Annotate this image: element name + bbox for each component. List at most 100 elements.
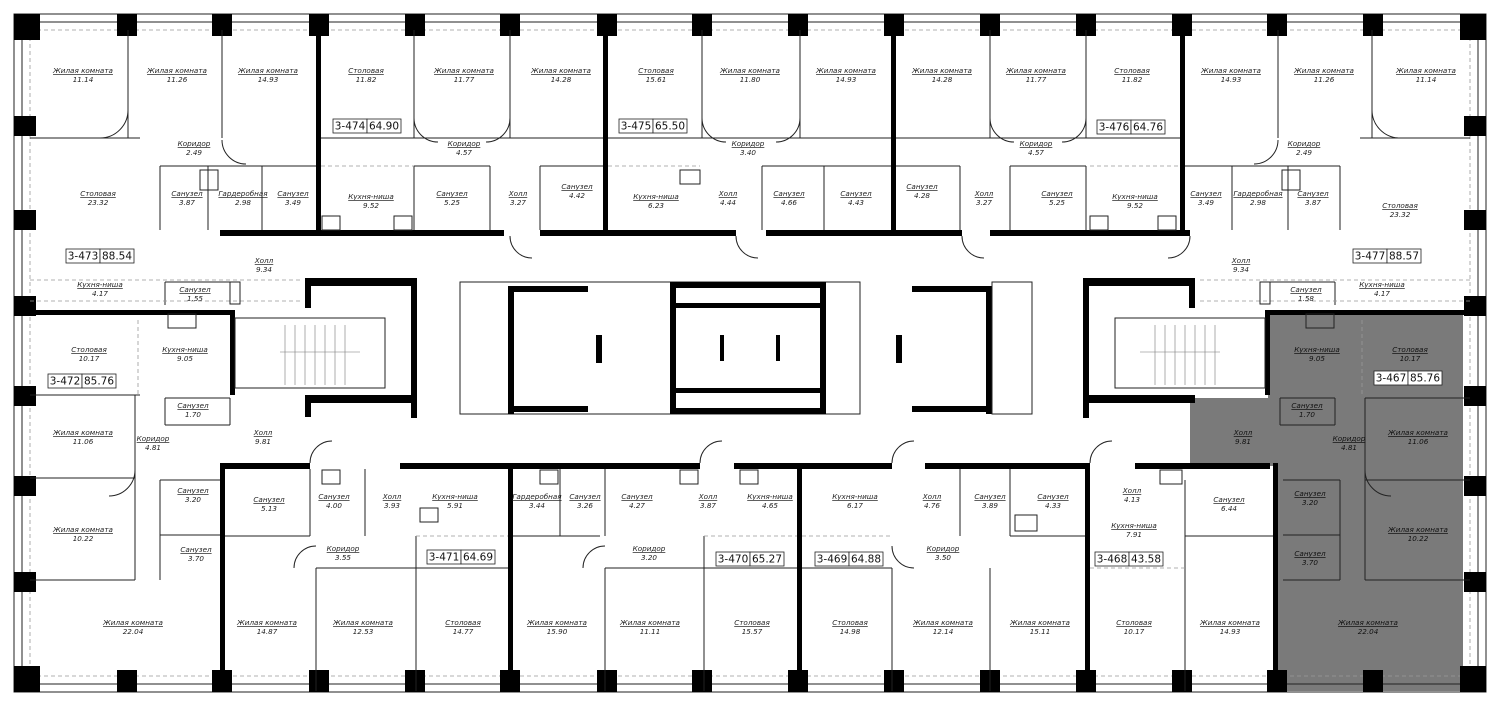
room-area: 14.93 [1220,627,1241,636]
room-name: Санузел [1297,189,1329,198]
room-area: 9.34 [256,265,272,274]
room-name: Жилая комната [815,66,876,75]
room-name: Кухня-ниша [432,492,478,501]
room-name: Жилая комната [1395,66,1456,75]
apartment-area-box [366,118,402,134]
room-name: Кухня-ниша [832,492,878,501]
room-name: Санузел [1294,549,1326,558]
room-area: 3.87 [179,198,195,207]
room-name: Холл [718,189,738,198]
room-area: 14.28 [932,75,953,84]
room-area: 1.55 [187,294,203,303]
room-area: 14.93 [836,75,857,84]
apartment-area-box [652,118,688,134]
apartment-area-box [99,248,135,264]
apartment-area: 64.90 [369,121,399,133]
room-name: Коридор [178,139,211,148]
highlighted-apartment-3-467[interactable] [1190,313,1463,691]
room-area: 10.17 [1124,627,1145,636]
room-area: 15.61 [646,75,667,84]
room-area: 2.49 [186,148,202,157]
room-name: Санузел [253,495,285,504]
room-name: Санузел [906,182,938,191]
room-area: 15.57 [742,627,763,636]
room-area: 3.87 [1305,198,1321,207]
room-area: 22.04 [1358,627,1379,636]
room-name: Холл [508,189,528,198]
room-area: 4.81 [1341,443,1357,452]
room-name: Холл [922,492,942,501]
room-area: 4.33 [1045,501,1061,510]
room-area: 5.91 [447,501,463,510]
apartment-id: 3-477 [1355,251,1386,263]
room-area: 4.17 [92,289,108,298]
room-area: 23.32 [1390,210,1411,219]
room-area: 2.98 [1250,198,1266,207]
apartment-area-box [1128,551,1164,567]
room-name: Холл [1231,256,1251,265]
apartment-area-box [848,551,884,567]
room-area: 4.81 [145,443,161,452]
room-name: Коридор [1288,139,1321,148]
room-area: 14.28 [551,75,572,84]
apartment-area: 64.88 [851,554,881,566]
room-area: 14.93 [1221,75,1242,84]
room-name: Жилая комната [719,66,780,75]
room-area: 4.57 [1028,148,1044,157]
room-name: Холл [253,428,273,437]
room-name: Санузел [179,285,211,294]
room-name: Жилая комната [1293,66,1354,75]
room-area: 6.44 [1221,504,1237,513]
structural-columns [14,14,1486,692]
room-area: 3.20 [185,495,201,504]
room-name: Санузел [318,492,350,501]
room-area: 9.34 [1233,265,1249,274]
room-name: Жилая комната [236,618,297,627]
apartment-walls [30,14,1468,691]
room-area: 1.58 [1298,294,1314,303]
apartment-id: 3-469 [817,554,848,566]
room-area: 3.40 [740,148,756,157]
room-area: 10.17 [79,354,100,363]
room-area: 7.91 [1126,530,1142,539]
